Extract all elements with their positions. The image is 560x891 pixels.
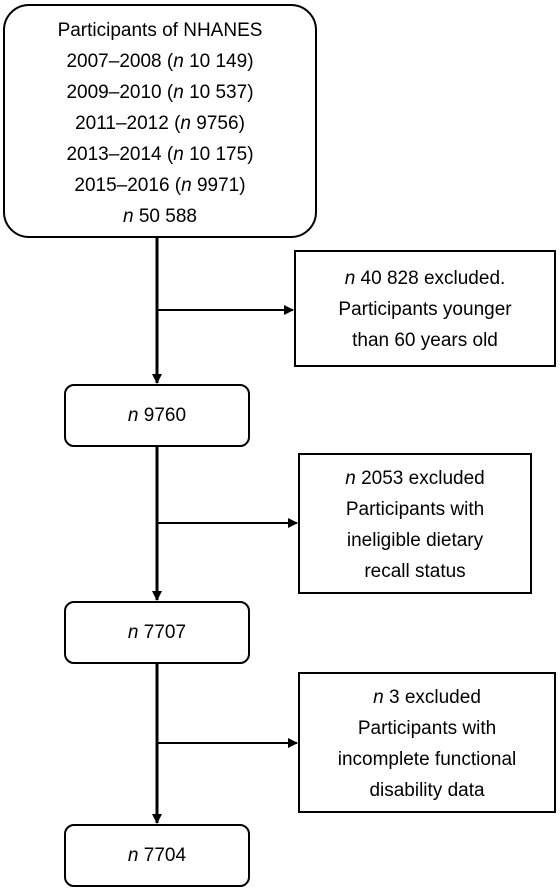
exclusion-3-line-3: incomplete functional — [337, 749, 517, 770]
exclusion-2-line-4: recall status — [364, 561, 466, 582]
exclusion-box-disability: n 3 excluded Participants with incomplet… — [298, 672, 556, 813]
exclusion-1-line-3: than 60 years old — [352, 330, 498, 351]
exclusion-3-line-2: Participants with — [357, 718, 497, 739]
cycle-line-2: 2009–2010 (n 10 537) — [66, 82, 254, 103]
exclusion-3-line-1: n 3 excluded — [373, 687, 481, 708]
exclusion-3-line-4: disability data — [369, 780, 485, 801]
step-3-count: n 7704 — [127, 845, 187, 866]
exclusion-box-dietary: n 2053 excluded Participants with inelig… — [298, 453, 532, 594]
nhanes-participants-box: Participants of NHANES 2007–2008 (n 10 1… — [3, 4, 317, 238]
step-box-1: n 9760 — [64, 384, 250, 447]
exclusion-box-age: n 40 828 excluded. Participants younger … — [294, 250, 556, 367]
cycle-line-5: 2015–2016 (n 9971) — [74, 175, 246, 196]
top-box-title: Participants of NHANES — [57, 20, 263, 41]
step-box-3: n 7704 — [64, 824, 250, 887]
exclusion-1-line-1: n 40 828 excluded. — [344, 268, 506, 289]
step-box-2: n 7707 — [64, 601, 250, 664]
exclusion-1-line-2: Participants younger — [338, 299, 512, 320]
cycle-line-1: 2007–2008 (n 10 149) — [66, 51, 254, 72]
step-1-count: n 9760 — [127, 405, 187, 426]
exclusion-2-line-1: n 2053 excluded — [345, 468, 485, 489]
exclusion-2-line-3: ineligible dietary — [346, 530, 484, 551]
cycle-line-3: 2011–2012 (n 9756) — [75, 113, 245, 134]
total-line: n 50 588 — [123, 206, 197, 227]
step-2-count: n 7707 — [127, 622, 187, 643]
cycle-line-4: 2013–2014 (n 10 175) — [66, 144, 254, 165]
exclusion-2-line-2: Participants with — [345, 499, 485, 520]
